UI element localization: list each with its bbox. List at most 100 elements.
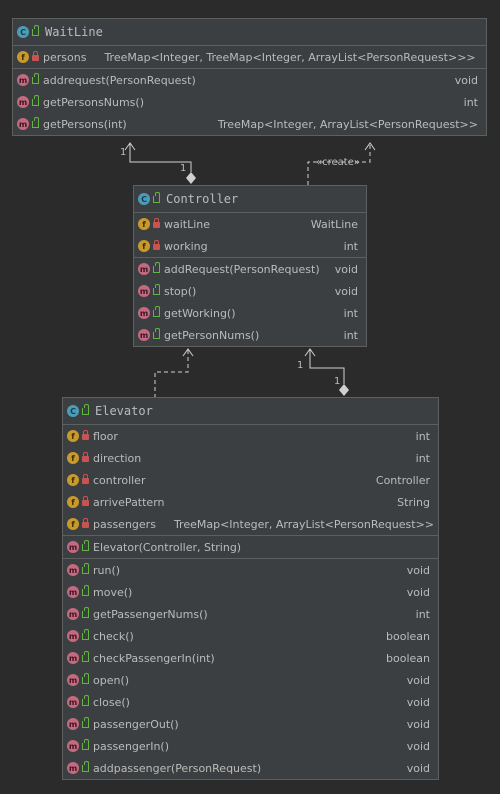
method-return-type: void	[406, 585, 430, 599]
method-row[interactable]: m getPersons(int) TreeMap<Integer, Array…	[13, 113, 486, 135]
public-icon	[82, 672, 89, 684]
method-return-type: boolean	[386, 629, 430, 643]
controller-composition-diamond	[186, 172, 196, 184]
controller-multiplicity-lower: 1	[297, 360, 304, 371]
private-icon	[82, 496, 89, 506]
private-icon	[82, 430, 89, 440]
method-return-type: int	[463, 95, 478, 109]
waitline-header[interactable]: C WaitLine	[13, 19, 486, 46]
controller-header[interactable]: C Controller	[134, 186, 366, 213]
waitline-fields: f persons TreeMap<Integer, TreeMap<Integ…	[13, 46, 486, 69]
method-row[interactable]: m check() boolean	[63, 625, 438, 647]
public-icon	[153, 261, 160, 273]
field-row[interactable]: f persons TreeMap<Integer, TreeMap<Integ…	[13, 46, 486, 68]
method-row[interactable]: m checkPassengerIn(int) boolean	[63, 647, 438, 669]
waitline-methods: m addrequest(PersonRequest) void m getPe…	[13, 69, 486, 135]
method-row[interactable]: m getPassengerNums() int	[63, 603, 438, 625]
field-row[interactable]: f floor int	[63, 425, 438, 447]
field-name: arrivePattern	[93, 495, 165, 509]
field-row[interactable]: f waitLine WaitLine	[134, 213, 366, 235]
method-row[interactable]: m addrequest(PersonRequest) void	[13, 69, 486, 91]
elevator-header[interactable]: C Elevator	[63, 398, 438, 425]
method-icon: m	[138, 307, 150, 319]
method-row[interactable]: m open() void	[63, 669, 438, 691]
class-name: Controller	[166, 192, 239, 206]
field-type: Controller	[375, 473, 430, 487]
waitline-class-box[interactable]: C WaitLine f persons TreeMap<Integer, Tr…	[12, 18, 487, 136]
method-row[interactable]: m getPersonsNums() int	[13, 91, 486, 113]
field-row[interactable]: f working int	[134, 235, 366, 257]
method-row[interactable]: m run() void	[63, 559, 438, 581]
field-name: floor	[93, 429, 118, 443]
method-name: open()	[93, 673, 130, 687]
method-icon: m	[67, 696, 79, 708]
public-icon	[82, 584, 89, 596]
method-icon: m	[17, 96, 29, 108]
public-icon	[153, 283, 160, 295]
class-icon: C	[138, 193, 150, 205]
class-icon: C	[17, 26, 29, 38]
method-name: stop()	[164, 284, 197, 298]
private-icon	[82, 474, 89, 484]
private-icon	[82, 518, 89, 528]
create-label: «create»	[316, 157, 360, 168]
public-icon	[153, 327, 160, 339]
field-icon: f	[17, 51, 29, 63]
method-icon: m	[67, 630, 79, 642]
field-icon: f	[67, 474, 79, 486]
field-row[interactable]: f passengers TreeMap<Integer, ArrayList<…	[63, 513, 438, 535]
method-row[interactable]: m getPersonNums() int	[134, 324, 366, 346]
method-row[interactable]: m stop() void	[134, 280, 366, 302]
method-row[interactable]: m addpassenger(PersonRequest) void	[63, 757, 438, 779]
public-icon	[82, 760, 89, 772]
method-row[interactable]: m move() void	[63, 581, 438, 603]
public-icon	[153, 305, 160, 317]
class-name: WaitLine	[45, 25, 103, 39]
elevator-composition-diamond	[339, 384, 349, 396]
controller-elevator-association	[309, 349, 345, 384]
waitline-multiplicity: 1	[120, 147, 127, 158]
private-icon	[82, 452, 89, 462]
controller-class-box[interactable]: C Controller f waitLine WaitLine f worki…	[133, 185, 367, 347]
method-row[interactable]: m passengerIn() void	[63, 735, 438, 757]
method-return-type: void	[406, 563, 430, 577]
constructor-row[interactable]: m Elevator(Controller, String)	[63, 536, 438, 558]
field-row[interactable]: f direction int	[63, 447, 438, 469]
method-name: move()	[93, 585, 133, 599]
method-return-type: TreeMap<Integer, ArrayList<PersonRequest…	[217, 117, 478, 131]
field-name: passengers	[93, 517, 156, 531]
field-name: waitLine	[164, 217, 211, 231]
method-return-type: int	[415, 607, 430, 621]
controller-multiplicity: 1	[180, 163, 187, 174]
field-row[interactable]: f arrivePattern String	[63, 491, 438, 513]
field-row[interactable]: f controller Controller	[63, 469, 438, 491]
public-icon	[82, 738, 89, 750]
method-name: run()	[93, 563, 121, 577]
method-icon: m	[67, 608, 79, 620]
public-icon	[32, 24, 39, 36]
method-row[interactable]: m getWorking() int	[134, 302, 366, 324]
method-return-type: void	[406, 717, 430, 731]
method-return-type: void	[406, 761, 430, 775]
method-icon: m	[67, 564, 79, 576]
method-return-type: int	[343, 328, 358, 342]
method-name: passengerOut()	[93, 717, 179, 731]
method-name: checkPassengerIn(int)	[93, 651, 215, 665]
elevator-multiplicity: 1	[334, 376, 341, 387]
elevator-methods: m run() void m move() void m getPassenge…	[63, 559, 438, 779]
method-icon: m	[138, 263, 150, 275]
create-dependency-arrowhead	[364, 142, 376, 151]
elevator-class-box[interactable]: C Elevator f floor int f direction int f…	[62, 397, 439, 780]
public-icon	[82, 606, 89, 618]
waitline-controller-association	[129, 143, 192, 172]
method-row[interactable]: m passengerOut() void	[63, 713, 438, 735]
public-icon	[82, 628, 89, 640]
method-name: getPersonsNums()	[43, 95, 144, 109]
method-return-type: void	[334, 284, 358, 298]
method-row[interactable]: m addRequest(PersonRequest) void	[134, 258, 366, 280]
field-icon: f	[67, 496, 79, 508]
controller-methods: m addRequest(PersonRequest) void m stop(…	[134, 258, 366, 346]
private-icon	[153, 240, 160, 250]
method-row[interactable]: m close() void	[63, 691, 438, 713]
elevator-fields: f floor int f direction int f controller…	[63, 425, 438, 536]
